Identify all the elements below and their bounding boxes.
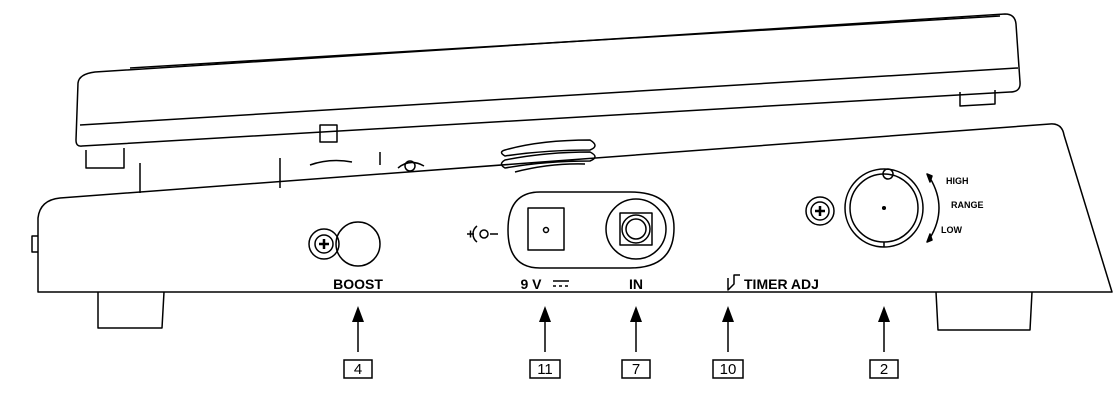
callout-number: 2: [880, 361, 888, 378]
boost-control: [308, 221, 381, 267]
boost-label: BOOST: [333, 276, 383, 292]
range-control: [805, 168, 940, 248]
callout-arrows: [357, 312, 885, 352]
range-arrow: [929, 177, 940, 239]
power-label: 9 V: [520, 276, 542, 292]
callout-box-4: 4: [343, 359, 373, 379]
callout-number: 10: [720, 361, 737, 378]
callout-box-7: 7: [621, 359, 651, 379]
dc-symbol-icon: [553, 280, 569, 287]
range-high-label: HIGH: [946, 176, 969, 186]
callout-box-2: 2: [869, 359, 899, 379]
range-low-label: LOW: [941, 225, 962, 235]
dc-polarity-icon: [467, 225, 498, 243]
callout-number: 7: [632, 361, 640, 378]
callout-number: 4: [354, 361, 362, 378]
timer-leader-line: [727, 274, 740, 291]
input-jack: [605, 198, 667, 260]
rubber-foot-right: [935, 291, 1033, 331]
return-spring: [500, 139, 596, 173]
callout-box-10: 10: [712, 359, 744, 379]
rubber-foot-left: [97, 291, 165, 329]
treadle-hinge-block: [319, 124, 338, 143]
timer-label: TIMER ADJ: [744, 276, 819, 292]
range-label: RANGE: [951, 200, 984, 210]
pedal-base: [31, 123, 1113, 293]
hinge-fitting: [309, 152, 425, 172]
callout-box-11: 11: [529, 359, 561, 379]
foot-treadle: [75, 13, 1021, 193]
input-label: IN: [629, 276, 643, 292]
callout-arrowheads: [352, 306, 890, 322]
callout-number: 11: [537, 361, 553, 378]
jack-plate: [507, 191, 675, 269]
dc-power-jack: [527, 207, 565, 251]
